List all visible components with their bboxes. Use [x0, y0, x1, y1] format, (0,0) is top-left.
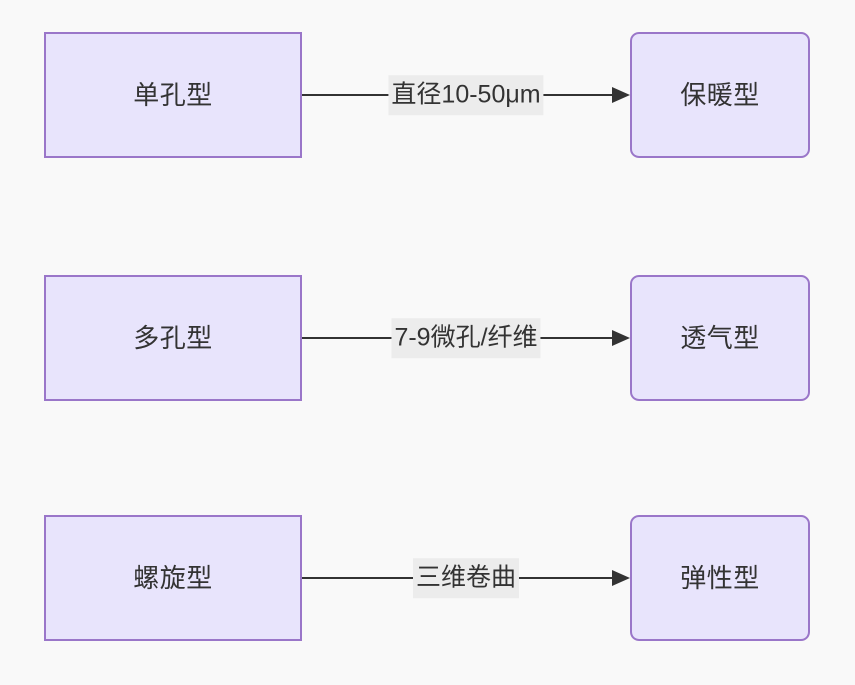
edge-label: 7-9微孔/纤维 — [391, 318, 541, 358]
flow-row: 多孔型 7-9微孔/纤维 透气型 — [0, 275, 855, 401]
edge-connector[interactable]: 直径10-50μm — [302, 75, 630, 115]
arrowhead-icon — [612, 330, 630, 346]
source-node[interactable]: 螺旋型 — [44, 515, 302, 641]
source-node[interactable]: 多孔型 — [44, 275, 302, 401]
target-node[interactable]: 弹性型 — [630, 515, 810, 641]
target-node[interactable]: 保暖型 — [630, 32, 810, 158]
arrowhead-icon — [612, 570, 630, 586]
flow-row: 单孔型 直径10-50μm 保暖型 — [0, 32, 855, 158]
edge-connector[interactable]: 7-9微孔/纤维 — [302, 318, 630, 358]
edge-label: 三维卷曲 — [412, 558, 520, 598]
edge-connector[interactable]: 三维卷曲 — [302, 558, 630, 598]
source-node[interactable]: 单孔型 — [44, 32, 302, 158]
flow-row: 螺旋型 三维卷曲 弹性型 — [0, 515, 855, 641]
arrowhead-icon — [612, 87, 630, 103]
target-node[interactable]: 透气型 — [630, 275, 810, 401]
edge-label: 直径10-50μm — [388, 75, 544, 115]
